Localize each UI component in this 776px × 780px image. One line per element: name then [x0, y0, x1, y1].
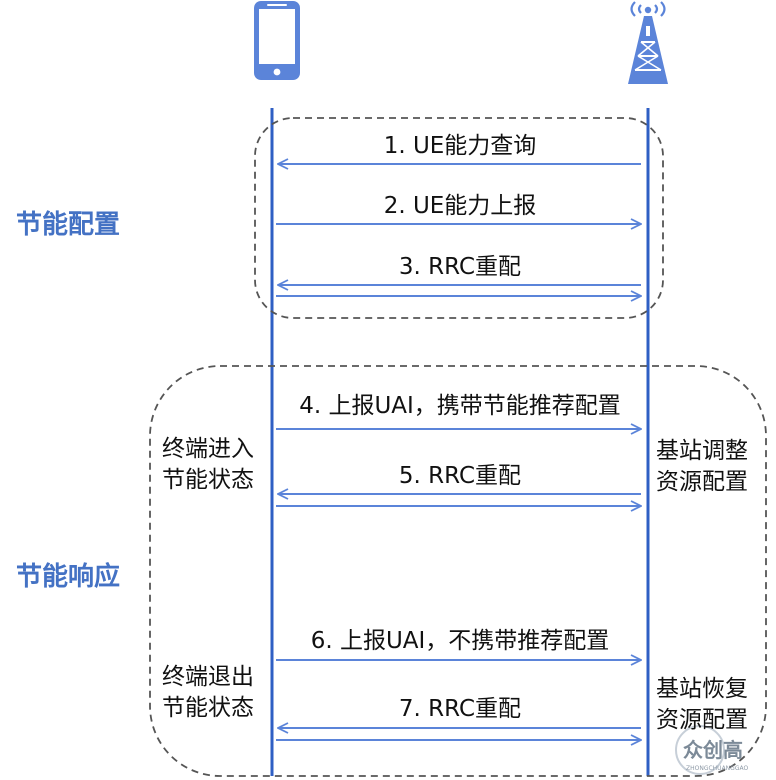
note-bs-restore-resources: 基站恢复 资源配置 [656, 674, 748, 736]
response-group-box [149, 365, 767, 777]
note-line: 终端进入 [162, 436, 254, 462]
watermark-logo-subtext: ZHONGCHUANGGAO [686, 765, 748, 772]
note-line: 资源配置 [656, 469, 748, 495]
note-line: 基站调整 [656, 438, 748, 464]
cell-tower-icon [628, 1, 668, 84]
message-label-6: 6. 上报UAI，不携带推荐配置 [310, 628, 610, 654]
message-label-4: 4. 上报UAI，携带节能推荐配置 [299, 393, 621, 419]
watermark-logo-text: 众创高 [683, 738, 743, 762]
message-label-1: 1. UE能力查询 [383, 133, 537, 159]
note-line: 节能状态 [162, 467, 254, 493]
note-ue-exit-power-saving: 终端退出 节能状态 [162, 662, 254, 724]
section-title-response: 节能响应 [16, 562, 121, 592]
note-line: 资源配置 [656, 707, 748, 733]
note-ue-enter-power-saving: 终端进入 节能状态 [162, 434, 254, 496]
note-bs-adjust-resources: 基站调整 资源配置 [656, 436, 748, 498]
message-label-2: 2. UE能力上报 [383, 193, 537, 219]
note-line: 终端退出 [162, 664, 254, 690]
message-label-5: 5. RRC重配 [398, 463, 522, 489]
section-title-config: 节能配置 [16, 210, 121, 240]
note-line: 基站恢复 [656, 676, 748, 702]
message-label-3: 3. RRC重配 [398, 254, 522, 280]
smartphone-icon [254, 1, 300, 80]
message-label-7: 7. RRC重配 [398, 696, 522, 722]
note-line: 节能状态 [162, 695, 254, 721]
watermark-logo: 众创高 ZHONGCHUANGGAO [675, 725, 748, 775]
